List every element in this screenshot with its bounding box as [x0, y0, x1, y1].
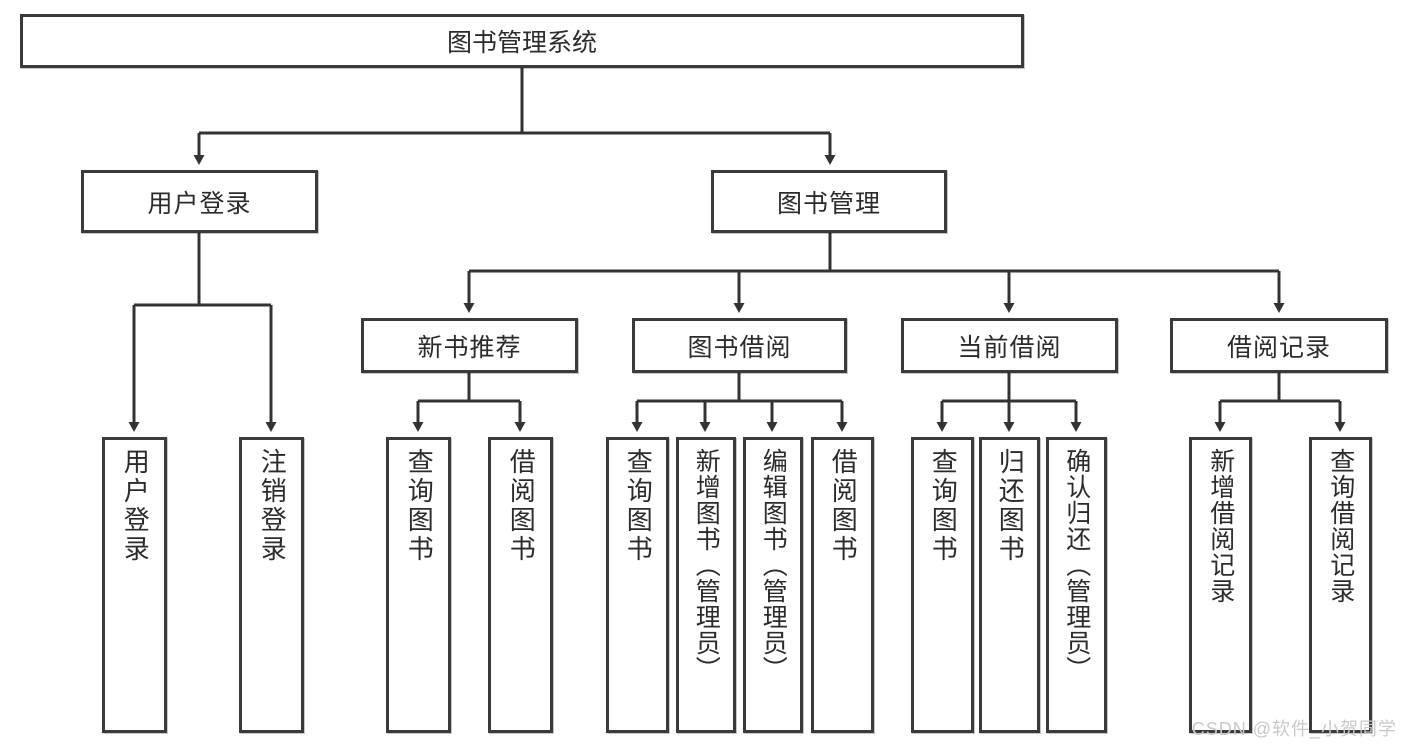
node-user-login-label: 用户登录 — [147, 189, 252, 218]
node-current-borrow[interactable]: 当前借阅 — [901, 318, 1118, 373]
node-user-login[interactable]: 用户登录 — [81, 170, 318, 233]
leaf-current-confirm-return-label: 确认归还（管理员） — [1062, 448, 1091, 682]
leaf-recommend-query-book[interactable]: 查询图书 — [386, 437, 451, 733]
leaf-borrow-query-book-label: 查询图书 — [623, 448, 654, 564]
leaf-record-add[interactable]: 新增借阅记录 — [1189, 437, 1252, 733]
leaf-recommend-borrow-book-label: 借阅图书 — [506, 448, 537, 564]
leaf-current-query-book-label: 查询图书 — [928, 448, 959, 564]
node-current-borrow-label: 当前借阅 — [957, 333, 1062, 362]
node-root-label: 图书管理系统 — [446, 29, 597, 57]
leaf-borrow-edit-book-label: 编辑图书（管理员） — [759, 448, 788, 682]
leaf-user-logout-label: 注销登录 — [257, 448, 288, 564]
leaf-borrow-add-book-label: 新增图书（管理员） — [692, 448, 721, 682]
node-new-book-recommend[interactable]: 新书推荐 — [361, 318, 578, 373]
node-book-borrow[interactable]: 图书借阅 — [632, 318, 847, 373]
leaf-borrow-borrow-book[interactable]: 借阅图书 — [811, 437, 874, 733]
leaf-borrow-edit-book[interactable]: 编辑图书（管理员） — [743, 437, 803, 733]
leaf-borrow-borrow-book-label: 借阅图书 — [828, 448, 859, 564]
leaf-recommend-query-book-label: 查询图书 — [404, 448, 435, 564]
leaf-current-confirm-return[interactable]: 确认归还（管理员） — [1046, 437, 1107, 733]
leaf-borrow-add-book[interactable]: 新增图书（管理员） — [676, 437, 736, 733]
node-book-management-label: 图书管理 — [776, 189, 881, 218]
leaf-record-query-label: 查询借阅记录 — [1326, 448, 1355, 604]
leaf-current-query-book[interactable]: 查询图书 — [911, 437, 974, 733]
leaf-user-login-label: 用户登录 — [120, 448, 151, 564]
leaf-record-query[interactable]: 查询借阅记录 — [1309, 437, 1372, 733]
leaf-user-logout[interactable]: 注销登录 — [239, 437, 304, 733]
node-new-book-recommend-label: 新书推荐 — [417, 333, 522, 362]
node-book-management[interactable]: 图书管理 — [711, 170, 947, 233]
leaf-record-add-label: 新增借阅记录 — [1206, 448, 1235, 604]
node-borrow-record-label: 借阅记录 — [1226, 333, 1331, 362]
node-borrow-record[interactable]: 借阅记录 — [1170, 318, 1388, 373]
leaf-user-login[interactable]: 用户登录 — [102, 437, 167, 733]
leaf-current-return-book-label: 归还图书 — [995, 448, 1026, 564]
leaf-recommend-borrow-book[interactable]: 借阅图书 — [488, 437, 553, 733]
node-root-system[interactable]: 图书管理系统 — [20, 14, 1024, 68]
leaf-borrow-query-book[interactable]: 查询图书 — [606, 437, 669, 733]
leaf-current-return-book[interactable]: 归还图书 — [979, 437, 1040, 733]
node-book-borrow-label: 图书借阅 — [687, 333, 792, 362]
